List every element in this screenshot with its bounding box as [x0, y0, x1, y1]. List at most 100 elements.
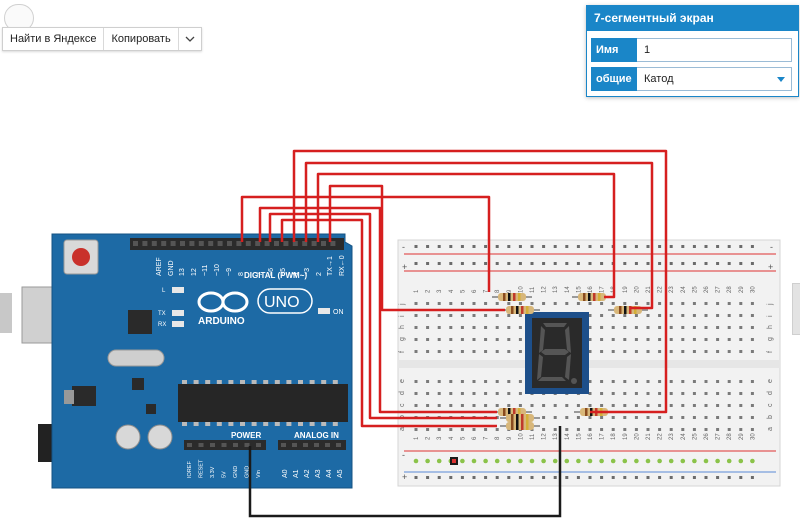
column-number: 15 [576, 433, 582, 440]
header-pin[interactable] [217, 241, 223, 246]
column-number: 5 [460, 436, 466, 440]
power-pin[interactable] [244, 443, 250, 447]
header-pin-label: ~6 [268, 268, 275, 276]
header-pin[interactable] [208, 241, 214, 246]
analog-pin[interactable] [325, 443, 330, 447]
column-number: 16 [588, 433, 594, 440]
rail-minus-top-right: - [770, 242, 773, 252]
chevron-down-icon[interactable] [179, 28, 201, 50]
column-number: 9 [507, 289, 513, 293]
column-number: 26 [704, 433, 710, 440]
power-pin-label: GND [233, 466, 239, 478]
header-pin[interactable] [151, 241, 157, 246]
header-pin[interactable] [198, 241, 204, 246]
header-pin[interactable] [283, 241, 289, 246]
column-number: 4 [449, 436, 455, 440]
capacitor [115, 424, 141, 450]
row-letter: g [399, 337, 406, 341]
capacitor [147, 424, 173, 450]
header-pin-label: 7 [257, 272, 264, 276]
column-number: 2 [426, 289, 432, 293]
row-letter: h [399, 325, 406, 329]
power-pin-label: IOREF [187, 461, 193, 478]
header-pin-label: 4 [292, 272, 299, 276]
header-pin[interactable] [274, 241, 279, 246]
arduino-logo-text: ARDUINO [198, 316, 245, 327]
component-inspector: 7-сегментный экран Имя 1 общие Катод [586, 5, 799, 97]
dropdown-caret-icon [777, 76, 785, 82]
header-pin[interactable] [311, 241, 317, 246]
row-letter: f [767, 351, 774, 353]
row-letter: i [399, 315, 406, 317]
header-pin[interactable] [161, 241, 167, 246]
analog-pin[interactable] [314, 443, 319, 447]
power-pin[interactable] [210, 443, 215, 447]
find-in-yandex-button[interactable]: Найти в Яндексе [3, 28, 105, 50]
header-pin[interactable] [245, 241, 251, 246]
led-on [318, 308, 330, 314]
header-pin[interactable] [189, 241, 195, 246]
side-panel-handle[interactable] [792, 283, 800, 335]
seven-segment-display[interactable] [525, 312, 589, 394]
usb-chip [128, 310, 152, 334]
common-row: общие Катод [591, 67, 792, 91]
header-pin[interactable] [142, 241, 148, 246]
column-number: 8 [495, 436, 501, 440]
header-pin[interactable] [302, 241, 308, 246]
power-pin[interactable] [198, 443, 204, 447]
column-number: 11 [530, 286, 536, 293]
column-number: 8 [495, 289, 501, 293]
row-letter: c [767, 403, 774, 407]
column-number: 22 [658, 433, 664, 440]
header-pin[interactable] [180, 241, 185, 246]
name-input[interactable]: 1 [637, 38, 792, 62]
column-number: 1 [414, 436, 420, 440]
analog-pin[interactable] [336, 443, 341, 447]
copy-button[interactable]: Копировать [104, 28, 179, 50]
header-pin[interactable] [264, 241, 270, 246]
crystal [107, 349, 165, 367]
power-pin[interactable] [221, 443, 227, 447]
column-number: 9 [507, 436, 513, 440]
column-number: 30 [750, 433, 756, 440]
column-number: 29 [739, 286, 745, 293]
column-number: 3 [437, 436, 443, 440]
resistor[interactable] [492, 293, 532, 301]
red-wires[interactable] [240, 149, 668, 428]
common-select[interactable]: Катод [637, 67, 792, 91]
power-pin-label: 3.3V [210, 466, 216, 478]
black-wire[interactable] [248, 426, 562, 518]
analog-label: ANALOG IN [294, 431, 339, 440]
header-pin[interactable] [321, 241, 326, 246]
header-pin[interactable] [133, 241, 138, 246]
resistor[interactable] [500, 422, 540, 430]
power-pin[interactable] [187, 443, 192, 447]
header-pin-label: 12 [191, 268, 198, 276]
row-letter: c [399, 403, 406, 407]
power-pin[interactable] [256, 443, 261, 447]
column-number: 25 [692, 433, 698, 440]
analog-pin[interactable] [281, 443, 286, 447]
power-pin[interactable] [233, 443, 238, 447]
analog-pin[interactable] [303, 443, 308, 447]
analog-pin[interactable] [292, 443, 297, 447]
analog-pin-label: A1 [293, 469, 300, 478]
resistor[interactable] [500, 414, 540, 422]
arduino-logo-icon [197, 291, 249, 313]
analog-header[interactable] [278, 440, 346, 450]
row-letter: j [767, 303, 774, 306]
header-pin[interactable] [292, 241, 298, 246]
header-pin[interactable] [170, 241, 176, 246]
header-pin[interactable] [236, 241, 242, 246]
column-number: 12 [542, 433, 548, 440]
resistor[interactable] [500, 306, 540, 314]
led-label-l: L [162, 288, 166, 294]
header-pin[interactable] [227, 241, 232, 246]
header-pin[interactable] [330, 241, 336, 246]
analog-pin-label: A5 [337, 469, 344, 478]
header-pin[interactable] [255, 241, 261, 246]
inspector-title: 7-сегментный экран [587, 6, 798, 31]
column-number: 27 [716, 433, 722, 440]
row-letter: a [767, 427, 774, 431]
